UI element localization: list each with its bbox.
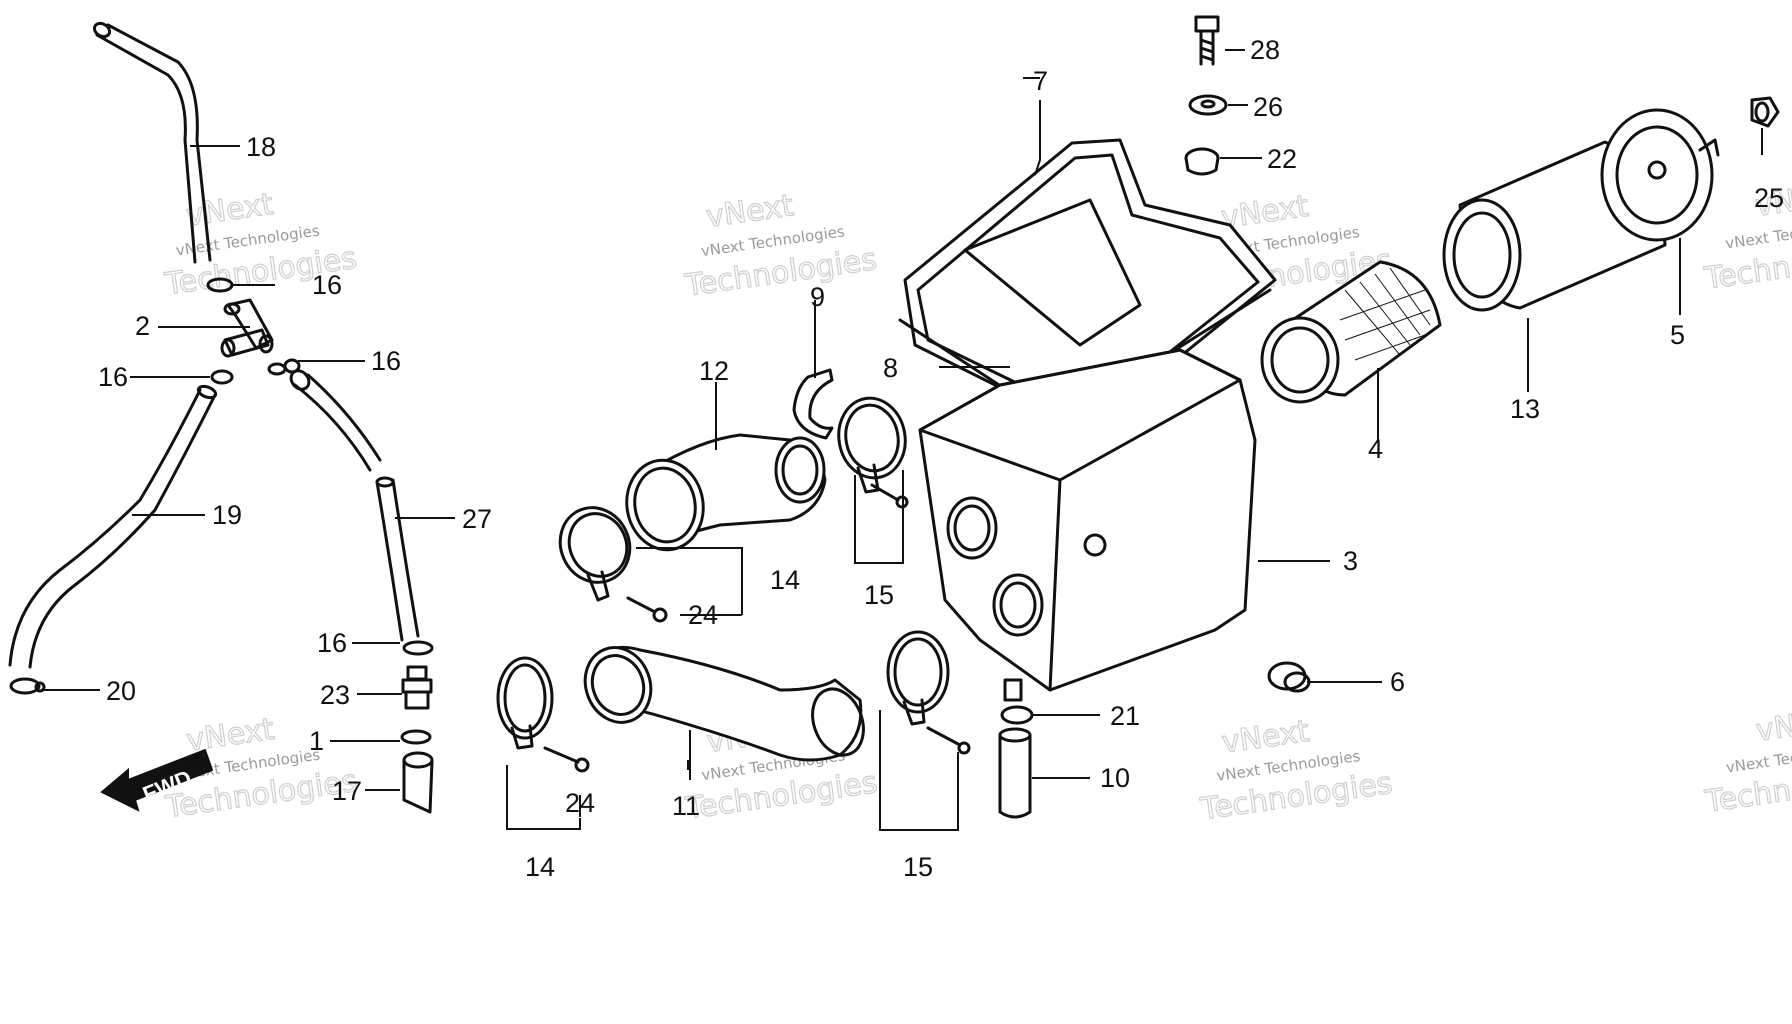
callout-20: 20 bbox=[106, 676, 136, 706]
part-25-nut bbox=[1750, 96, 1780, 128]
svg-text:vNext: vNext bbox=[1754, 702, 1792, 749]
leader-lines bbox=[42, 49, 1763, 831]
part-4-element bbox=[1260, 260, 1442, 404]
part-9-bracket bbox=[792, 368, 834, 440]
part-11-intake-duct bbox=[583, 645, 865, 762]
element-mesh bbox=[1339, 267, 1431, 361]
callout-7: 7 bbox=[1033, 66, 1048, 96]
callout-15: 15 bbox=[864, 580, 894, 610]
callout-6: 6 bbox=[1390, 667, 1405, 697]
callout-19: 19 bbox=[212, 500, 242, 530]
callout-16: 16 bbox=[312, 270, 342, 300]
part-2-t-joint bbox=[220, 298, 274, 358]
svg-text:vNext: vNext bbox=[184, 187, 276, 234]
callout-14: 14 bbox=[770, 565, 800, 595]
callout-24: 24 bbox=[565, 788, 595, 818]
callout-18: 18 bbox=[246, 132, 276, 162]
callout-9: 9 bbox=[810, 282, 825, 312]
svg-text:vNext: vNext bbox=[1220, 714, 1312, 761]
callout-11: 11 bbox=[672, 791, 700, 821]
callout-13: 13 bbox=[1510, 394, 1540, 424]
part-18-hose bbox=[92, 21, 212, 264]
callout-24: 24 bbox=[688, 600, 718, 630]
part-21-clip bbox=[1000, 705, 1034, 725]
callout-labels: 18 16 2 16 16 19 27 20 16 23 1 17 7 8 9 … bbox=[98, 35, 1784, 882]
part-17-cap bbox=[402, 751, 434, 814]
callout-25: 25 bbox=[1754, 183, 1784, 213]
watermark-7: vNext vNext Technologies Technologies bbox=[1197, 713, 1395, 828]
watermark-2: vNext vNext Technologies Technologies bbox=[682, 188, 880, 305]
callout-27: 27 bbox=[462, 504, 492, 534]
part-28-bolt bbox=[1194, 15, 1220, 66]
part-19-hose bbox=[8, 384, 218, 669]
callout-16: 16 bbox=[98, 362, 128, 392]
part-10-tube bbox=[998, 727, 1032, 819]
callout-28: 28 bbox=[1250, 35, 1280, 65]
callout-2: 2 bbox=[135, 311, 150, 341]
part-14-clamp-upper bbox=[558, 506, 632, 602]
part-16-clip-left bbox=[210, 369, 234, 385]
part-3-case-body bbox=[918, 348, 1257, 702]
callout-12: 12 bbox=[699, 356, 729, 386]
part-23-drain-plug bbox=[401, 665, 433, 710]
svg-text:vNext: vNext bbox=[704, 188, 796, 235]
callout-10: 10 bbox=[1100, 763, 1130, 793]
part-15-clamp-upper bbox=[837, 396, 909, 509]
callout-15: 15 bbox=[903, 852, 933, 882]
callout-4: 4 bbox=[1368, 434, 1383, 464]
part-6-grommet bbox=[1267, 661, 1311, 693]
part-12-intake-tube bbox=[625, 433, 827, 552]
part-24-screw-lower bbox=[543, 746, 590, 773]
callout-14: 14 bbox=[525, 852, 555, 882]
callout-3: 3 bbox=[1343, 546, 1358, 576]
callout-16: 16 bbox=[371, 346, 401, 376]
part-15-clamp-lower bbox=[886, 630, 971, 755]
callout-1: 1 bbox=[309, 726, 324, 756]
callout-16: 16 bbox=[317, 628, 347, 658]
callout-5: 5 bbox=[1670, 320, 1685, 350]
callout-26: 26 bbox=[1253, 92, 1283, 122]
part-20-clip bbox=[9, 677, 46, 695]
callout-21: 21 bbox=[1110, 701, 1140, 731]
watermark-8: vNext vNext Technologies Technologies bbox=[1702, 701, 1792, 820]
callout-8: 8 bbox=[883, 353, 898, 383]
part-22-grommet bbox=[1184, 147, 1220, 176]
part-27-hose bbox=[289, 369, 420, 642]
part-1-clip bbox=[400, 729, 432, 745]
part-24-screw-upper bbox=[626, 596, 668, 623]
part-5-end-cap bbox=[1600, 108, 1720, 242]
part-26-washer bbox=[1188, 94, 1228, 116]
callout-22: 22 bbox=[1267, 144, 1297, 174]
callout-17: 17 bbox=[332, 776, 362, 806]
part-16-clip-lower bbox=[402, 640, 434, 656]
part-14-clamp-lower bbox=[496, 656, 554, 750]
callout-23: 23 bbox=[320, 680, 350, 710]
